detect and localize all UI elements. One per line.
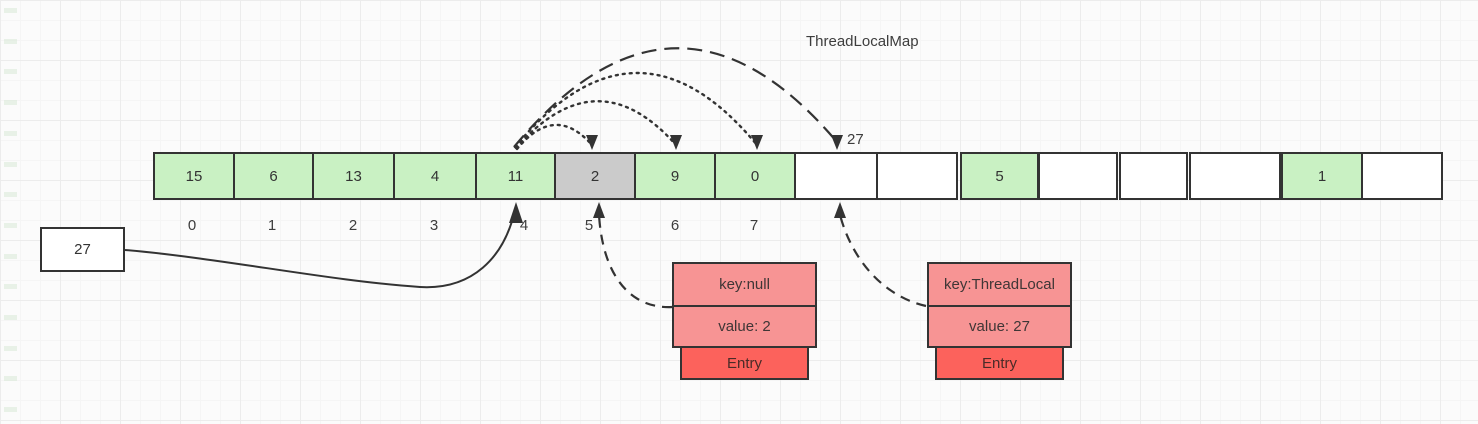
cell-value: 5	[995, 167, 1004, 185]
hash-value-box: 27	[40, 227, 125, 272]
array-cell-11	[1038, 152, 1118, 200]
arrowhead-down-slot7	[751, 135, 763, 150]
index-label-7: 7	[749, 217, 759, 234]
cell-value: 4	[430, 167, 440, 185]
index-label-1: 1	[267, 217, 277, 234]
array-cell-0: 15	[153, 152, 235, 200]
edge-tick	[4, 192, 17, 198]
cell-value: 0	[750, 167, 760, 185]
probe-arc-slot5	[515, 123, 594, 151]
edge-tick	[4, 253, 17, 259]
edge-tick	[4, 345, 17, 351]
probe-arc-slot8	[513, 47, 838, 148]
cell-value: 13	[345, 167, 362, 185]
hash-index-label: 27	[847, 131, 864, 148]
pointer-curve	[124, 209, 516, 289]
arrowhead-down-slot5	[586, 135, 598, 150]
edge-tick	[4, 38, 17, 44]
edge-tick	[4, 100, 17, 106]
array-cell-7: 0	[714, 152, 796, 200]
entry-footer-label: Entry	[935, 346, 1064, 380]
cell-value: 6	[269, 167, 278, 185]
arrowhead-down-slot8	[831, 135, 843, 150]
edge-tick	[4, 69, 17, 75]
cell-value: 15	[185, 167, 203, 185]
edge-tick	[4, 376, 17, 382]
edge-tick	[4, 8, 17, 13]
edge-tick	[4, 222, 17, 228]
index-label-0: 0	[187, 217, 197, 234]
entry-value-row: value: 27	[927, 305, 1072, 348]
cell-value: 2	[590, 167, 600, 185]
index-label-5: 5	[584, 217, 594, 234]
edge-tick	[4, 130, 17, 136]
probe-arc-slot6	[514, 100, 678, 150]
array-cell-5: 2	[554, 152, 636, 200]
array-cell-9	[876, 152, 958, 200]
edge-tick	[4, 284, 17, 290]
diagram-title: ThreadLocalMap	[806, 33, 919, 50]
entry-key-row: key:null	[672, 262, 817, 307]
arrowhead-up-slot5	[593, 202, 605, 218]
array-cell-2: 13	[312, 152, 395, 200]
array-cell-4: 11	[475, 152, 556, 200]
index-label-6: 6	[670, 217, 680, 234]
array-cell-13	[1189, 152, 1281, 200]
edge-tick	[4, 161, 17, 167]
entry-threadlocal-curve	[838, 214, 927, 308]
array-cell-12	[1119, 152, 1188, 200]
array-cell-14: 1	[1281, 152, 1363, 200]
array-cell-6: 9	[634, 152, 716, 200]
index-label-3: 3	[429, 217, 439, 234]
array-cell-8	[794, 152, 878, 200]
edge-tick	[4, 407, 17, 413]
index-label-4: 4	[519, 217, 529, 234]
array-cell-3: 4	[393, 152, 477, 200]
arrowhead-up-slot8	[834, 202, 846, 218]
entry-footer-label: Entry	[680, 346, 809, 380]
entry-null-curve	[597, 214, 673, 309]
cell-value: 1	[1317, 167, 1327, 185]
index-label-2: 2	[348, 217, 358, 234]
entry-value-row: value: 2	[672, 305, 817, 348]
array-cell-1: 6	[233, 152, 314, 200]
arrowhead-down-slot6	[670, 135, 682, 150]
probe-arc-slot7	[513, 71, 759, 149]
array-cell-15	[1361, 152, 1443, 200]
edge-tick	[4, 315, 17, 320]
entry-key-row: key:ThreadLocal	[927, 262, 1072, 307]
array-cell-10: 5	[960, 152, 1039, 200]
entry-box-stale: key:null value: 2 Entry	[672, 262, 817, 380]
hash-value: 27	[74, 241, 91, 258]
cell-value: 9	[670, 167, 680, 185]
entry-box-threadlocal: key:ThreadLocal value: 27 Entry	[927, 262, 1072, 380]
cell-value: 11	[507, 167, 524, 185]
